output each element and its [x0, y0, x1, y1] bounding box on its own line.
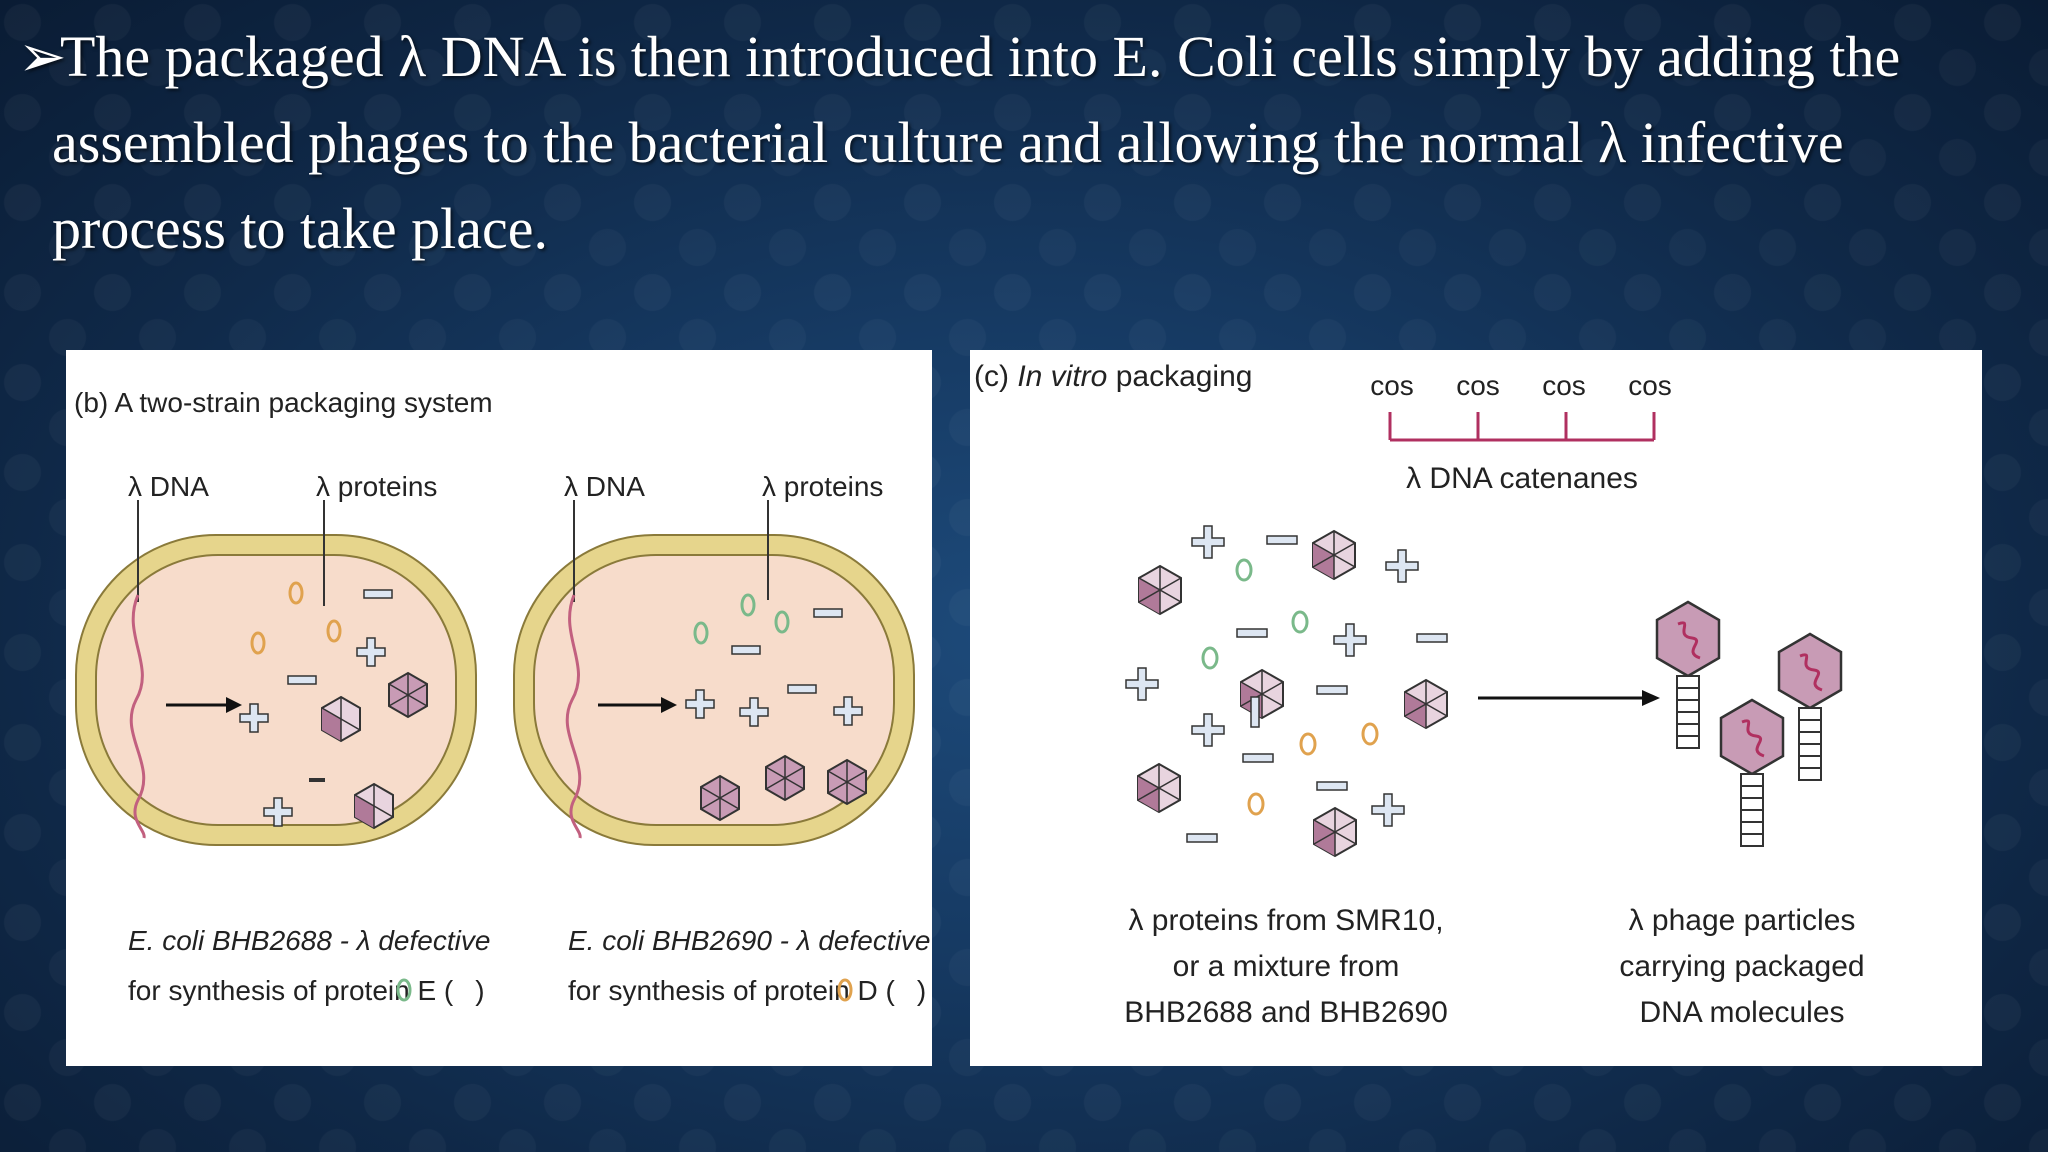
left-dna-label: λ DNA — [128, 471, 209, 502]
cos-label-2: cos — [1456, 370, 1500, 401]
phage-particle-1 — [1655, 600, 1721, 750]
left-orange-ring-2 — [250, 631, 266, 655]
mix-orange-ring-1 — [1299, 732, 1317, 756]
mix-plus-3 — [1333, 623, 1367, 657]
mix-head-1 — [1138, 565, 1182, 615]
right-green-ring-1 — [693, 621, 709, 645]
cos-label-4: cos — [1628, 370, 1672, 401]
left-caption-1: E. coli BHB2688 - λ defective — [128, 925, 490, 956]
panel-in-vitro: (c) In vitro packaging cos cos cos cos λ… — [970, 350, 1982, 1066]
panel-b-title: (b) A two-strain packaging system — [74, 387, 493, 418]
protein-mixture — [1125, 525, 1448, 857]
phage-particle-3 — [1777, 632, 1843, 782]
mix-minus-1 — [1266, 535, 1298, 545]
right-arrow-head — [661, 697, 677, 713]
mix-plus-5 — [1191, 713, 1225, 747]
mix-minus-5 — [1242, 753, 1274, 763]
panel-c-title: (c) In vitro packaging — [974, 360, 1252, 393]
cos-labels: cos cos cos cos — [1370, 370, 1672, 401]
phage-particles — [1655, 600, 1843, 848]
mix-plus-4 — [1125, 667, 1159, 701]
left-caption-2: for synthesis of protein E () — [128, 975, 485, 1006]
left-head-3 — [354, 783, 394, 829]
mix-minus-3 — [1416, 633, 1448, 643]
left-caption-green-ring — [396, 978, 412, 1002]
right-head-2 — [765, 755, 805, 801]
mix-minus-7 — [1186, 833, 1218, 843]
phage-particle-2 — [1719, 698, 1785, 848]
mix-head-2 — [1312, 530, 1356, 580]
right-minus-3 — [787, 684, 817, 694]
cos-label-3: cos — [1542, 370, 1586, 401]
left-arrow-head — [226, 697, 242, 713]
mix-orange-ring-2 — [1361, 722, 1379, 746]
in-vitro-diagram: (c) In vitro packaging cos cos cos cos λ… — [974, 360, 1865, 1029]
phage-caption-3: DNA molecules — [1639, 996, 1844, 1029]
right-minus-1 — [813, 608, 843, 618]
proteins-caption-1: λ proteins from SMR10, — [1128, 904, 1443, 937]
mix-minus-4 — [1316, 685, 1348, 695]
mix-minus-2 — [1236, 628, 1268, 638]
left-dna-strand — [129, 594, 146, 839]
bullet-marker: ➢ — [18, 24, 67, 89]
right-caption-2: for synthesis of protein D () — [568, 975, 926, 1006]
right-head-1 — [700, 775, 740, 821]
slide-body-text: ➢The packaged λ DNA is then introduced i… — [18, 14, 2018, 272]
packaging-arrow-head — [1642, 690, 1660, 706]
two-strain-diagram: (b) A two-strain packaging system λ DNA … — [74, 387, 930, 1006]
text-line-1: The packaged λ DNA is then introduced in… — [60, 24, 1901, 89]
proteins-caption-2: or a mixture from — [1173, 950, 1400, 983]
panel-two-strain: (b) A two-strain packaging system λ DNA … — [66, 350, 932, 1066]
mix-green-ring-3 — [1201, 646, 1219, 670]
mix-head-3 — [1240, 669, 1284, 719]
mix-head-6 — [1313, 807, 1357, 857]
mix-minus-6 — [1316, 781, 1348, 791]
right-head-3 — [827, 759, 867, 805]
cell-bhb2690: λ DNA λ proteins E. coli BHB2690 - λ def… — [513, 471, 930, 1006]
catenanes-label: λ DNA catenanes — [1406, 462, 1638, 495]
cell-bhb2688: λ DNA λ proteins E. coli BHB2688 - λ def… — [75, 471, 490, 1006]
left-orange-ring-1 — [288, 581, 304, 605]
right-caption-1: E. coli BHB2690 - λ defective — [568, 925, 930, 956]
left-minus-2 — [287, 675, 317, 685]
dna-catenane-line — [1388, 412, 1656, 442]
mix-head-4 — [1404, 679, 1448, 729]
right-caption-orange-ring — [837, 978, 853, 1002]
mix-plus-6 — [1371, 793, 1405, 827]
cos-label-1: cos — [1370, 370, 1414, 401]
left-head-1 — [388, 672, 428, 718]
mix-plus-2 — [1385, 549, 1419, 583]
right-green-ring-3 — [774, 610, 790, 634]
right-dna-strand — [565, 594, 582, 839]
left-orange-ring-3 — [326, 619, 342, 643]
right-cytoplasm — [533, 554, 895, 826]
phage-caption-1: λ phage particles — [1629, 904, 1856, 937]
right-green-ring-2 — [740, 593, 756, 617]
left-minus-1 — [363, 589, 393, 599]
left-head-2 — [321, 696, 361, 742]
mix-minus-8 — [1250, 696, 1260, 728]
phage-caption-2: carrying packaged — [1619, 950, 1864, 983]
text-line-3: process to take place. — [52, 196, 549, 261]
mix-plus-1 — [1191, 525, 1225, 559]
right-dna-label: λ DNA — [564, 471, 645, 502]
proteins-caption-3: BHB2688 and BHB2690 — [1124, 996, 1448, 1029]
left-proteins-label: λ proteins — [316, 471, 437, 502]
right-proteins-label: λ proteins — [762, 471, 883, 502]
mix-green-ring-2 — [1291, 610, 1309, 634]
mix-orange-ring-3 — [1247, 792, 1265, 816]
mix-green-ring-1 — [1235, 558, 1253, 582]
text-line-2: assembled phages to the bacterial cultur… — [52, 110, 1844, 175]
left-minus-3 — [309, 778, 325, 782]
mix-head-5 — [1137, 763, 1181, 813]
right-minus-2 — [731, 645, 761, 655]
